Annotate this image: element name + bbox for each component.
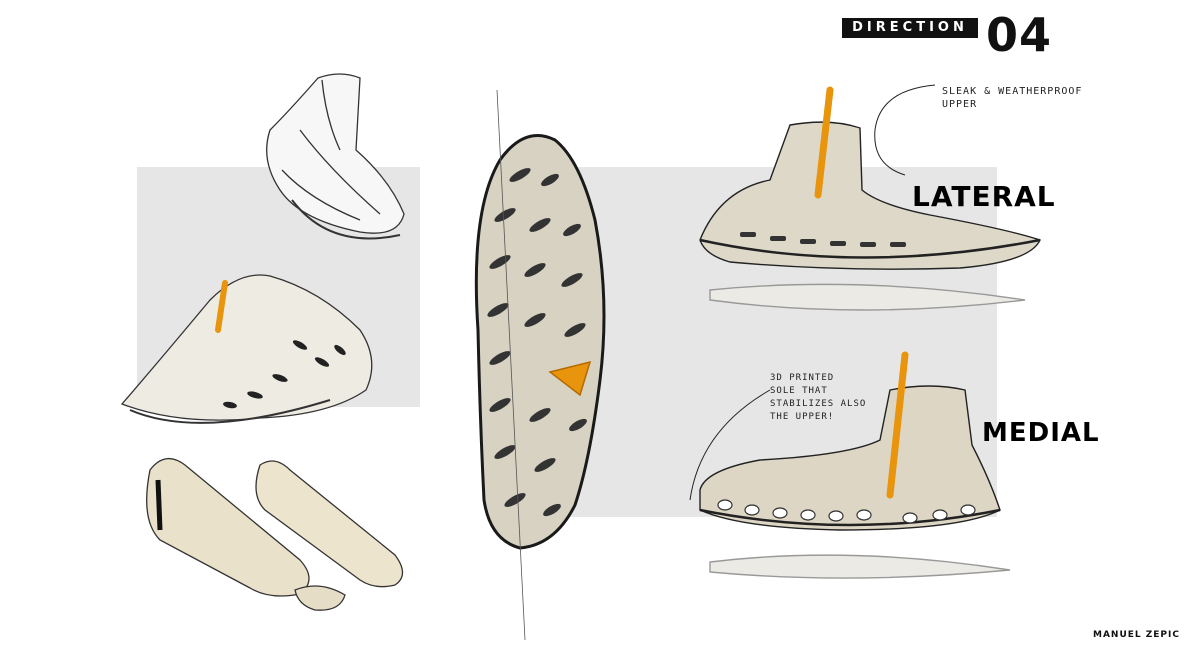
direction-label: DIRECTION <box>842 18 978 38</box>
lateral-shoe-sketch <box>699 86 1041 311</box>
heel-sketch <box>266 73 405 240</box>
annotation-leaders <box>689 84 936 501</box>
author-credit: MANUEL ZEPIC <box>1092 630 1180 640</box>
direction-number: 04 <box>986 8 1053 62</box>
insole-sketches <box>146 458 404 611</box>
lateral-label: LATERAL <box>912 180 1056 213</box>
medial-label: MEDIAL <box>982 418 1100 448</box>
sole-bottom-view <box>474 89 606 641</box>
three-quarter-shoe-sketch <box>120 274 373 424</box>
sole-note: 3D PRINTED SOLE THAT STABILIZES ALSO THE… <box>770 373 867 422</box>
upper-note: SLEAK & WEATHERPROOF UPPER <box>942 86 1083 110</box>
medial-shoe-sketch <box>699 351 1011 579</box>
